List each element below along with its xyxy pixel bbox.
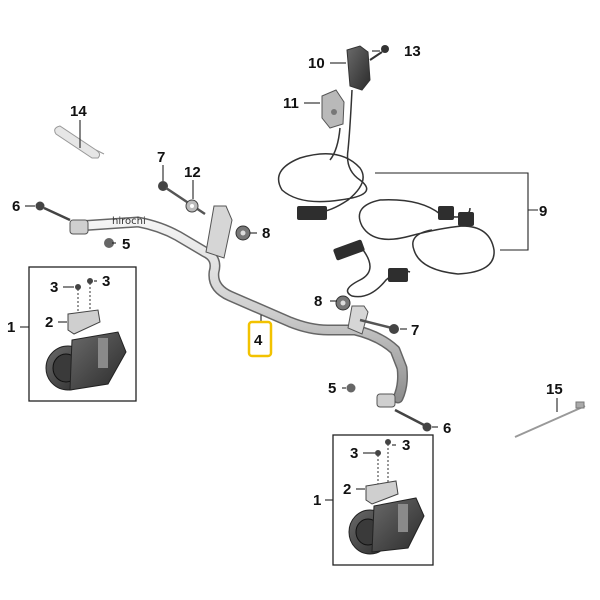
crash-bar-bracket — [69, 205, 408, 408]
callout-10: 10 — [308, 55, 325, 72]
cable-tie-15 — [514, 401, 586, 438]
callout-5-right: 5 — [328, 380, 336, 397]
callout-3-right-b: 3 — [402, 437, 410, 454]
callout-3-right-a: 3 — [350, 445, 358, 462]
callout-5-left: 5 — [122, 236, 130, 253]
callout-9: 9 — [539, 203, 547, 220]
callout-15: 15 — [546, 381, 563, 398]
lamp-group-right — [332, 434, 434, 566]
nut-5-left — [104, 238, 114, 248]
callout-12: 12 — [184, 164, 201, 181]
bracket-9 — [375, 172, 538, 251]
callout-8-right: 8 — [314, 293, 322, 310]
connector-11 — [321, 89, 345, 129]
lamp-group-left — [28, 266, 137, 402]
screw-13 — [369, 45, 389, 61]
watermark: hirochi — [112, 216, 146, 227]
bolt-7-right — [359, 318, 399, 334]
bolt-6-right — [394, 408, 432, 432]
callout-2-left: 2 — [45, 314, 53, 331]
callout-2-right: 2 — [343, 481, 351, 498]
nut-5-right — [346, 383, 356, 393]
housing-10 — [346, 45, 371, 91]
callout-3-left-b: 3 — [102, 273, 110, 290]
bolt-7-top — [158, 181, 206, 216]
nut-8-top — [235, 225, 251, 241]
washer-12 — [185, 199, 199, 213]
sleeve-14 — [54, 125, 105, 159]
callout-13: 13 — [404, 43, 421, 60]
callout-3-left-a: 3 — [50, 279, 58, 296]
highlight-box-4 — [247, 320, 273, 358]
callout-6-left: 6 — [12, 198, 20, 215]
callout-14: 14 — [70, 103, 87, 120]
wiring-harness-9 — [277, 89, 495, 298]
nut-8-right — [335, 295, 351, 311]
callout-6-right: 6 — [443, 420, 451, 437]
bolt-6-left — [35, 201, 71, 222]
callout-4: 4 — [254, 332, 263, 349]
callout-11: 11 — [283, 95, 299, 112]
callout-7-top: 7 — [157, 149, 165, 166]
harness-connectors — [297, 206, 474, 282]
callout-7-right: 7 — [411, 322, 419, 339]
callout-8-top: 8 — [262, 225, 270, 242]
callout-1-right: 1 — [313, 492, 321, 509]
callout-1-left: 1 — [7, 319, 15, 336]
